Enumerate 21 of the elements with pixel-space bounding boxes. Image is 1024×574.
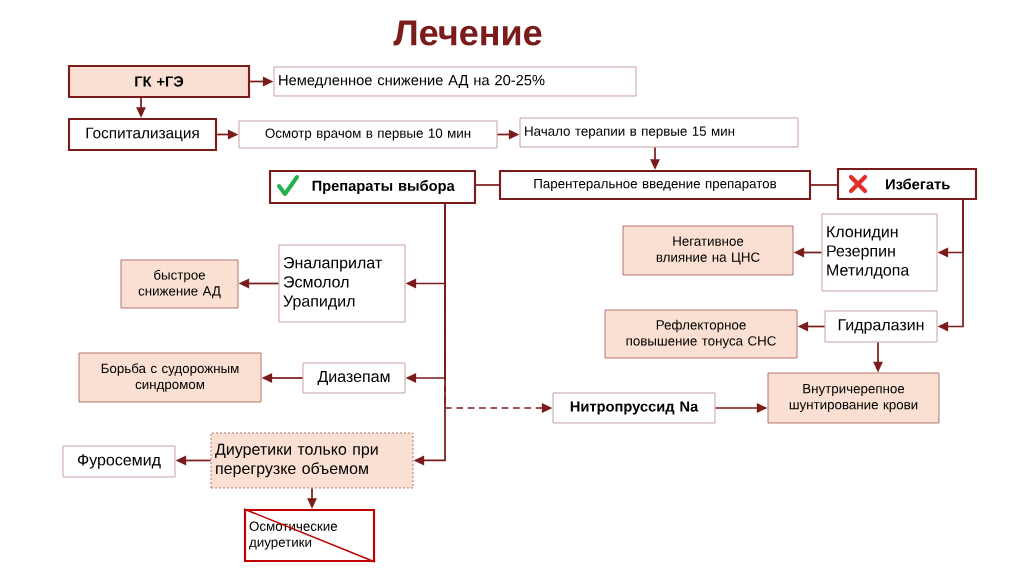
- effect-box: Внутричерепное шунтирование крови: [767, 372, 940, 424]
- process-box: Парентеральное введение препаратов: [498, 169, 812, 201]
- process-box: Осмотр врачом в первые 10 мин: [238, 120, 498, 149]
- drug-box: Фуросемид: [62, 445, 176, 478]
- process-box: Немедленное снижение АД на 20-25%: [273, 66, 637, 97]
- effect-box: быстрое снижение АД: [120, 259, 239, 309]
- drug-box: Эналаприлат Эсмолол Урапидил: [278, 244, 406, 323]
- drug-box: Клонидин Резерпин Метилдопа: [821, 213, 938, 292]
- process-box: ГК +ГЭ: [67, 64, 251, 99]
- drug-box: Диазепам: [302, 362, 406, 394]
- process-box: Начало терапии в первые 15 мин: [519, 117, 799, 148]
- drug-box: Гидралазин: [824, 310, 938, 343]
- title: Лечение: [393, 20, 542, 46]
- process-box: Госпитализация: [67, 117, 218, 152]
- effect-box: Негативное влияние на ЦНС: [622, 225, 794, 276]
- choice-box: Препараты выбора: [268, 169, 477, 205]
- avoid-box: Избегать: [836, 167, 978, 201]
- effect-box: Борьба с судорожным синдромом: [78, 352, 262, 403]
- effect-box: Рефлекторное повышение тонуса СНС: [604, 309, 798, 359]
- condition-box: Диуретики только при перегрузке объемом: [210, 432, 414, 489]
- drug-box: Нитропруссид Na: [552, 392, 716, 424]
